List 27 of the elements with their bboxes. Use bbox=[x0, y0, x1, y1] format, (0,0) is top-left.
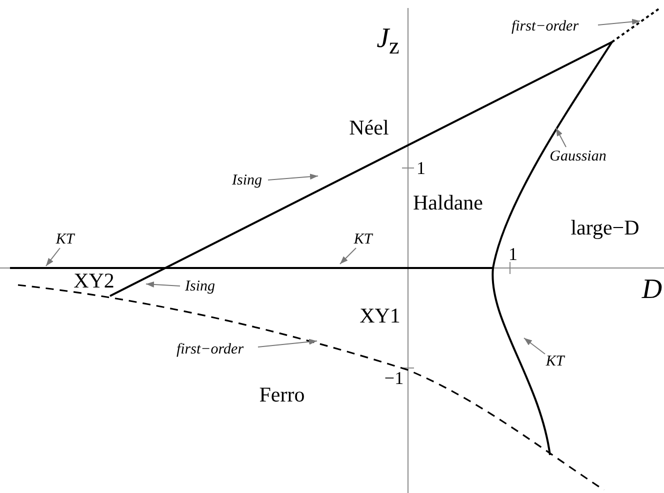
leader-line bbox=[258, 338, 318, 348]
leader-line bbox=[268, 174, 318, 180]
leader-line bbox=[598, 18, 640, 26]
phase-label: Haldane bbox=[413, 192, 483, 214]
phase-label: large−D bbox=[570, 218, 640, 238]
leader-line bbox=[524, 338, 546, 354]
leader-line bbox=[46, 248, 60, 266]
axis-label: D bbox=[642, 276, 662, 304]
leader-line bbox=[556, 128, 566, 148]
annotation-text: first−order bbox=[511, 20, 579, 34]
phase-label: Néel bbox=[349, 118, 389, 138]
annotation-text: Ising bbox=[232, 174, 262, 188]
tick-label: −1 bbox=[384, 369, 404, 387]
annotation-text: Ising bbox=[185, 280, 215, 294]
annotation-text: first−order bbox=[176, 342, 244, 358]
leader-line bbox=[146, 281, 180, 288]
annotation-text: Gaussian bbox=[550, 150, 606, 164]
annotation-text: KT bbox=[546, 354, 564, 370]
phase-label: XY1 bbox=[360, 306, 400, 326]
phase-label: Ferro bbox=[259, 384, 305, 406]
axis-label: J$_{z}$ bbox=[376, 25, 400, 59]
tick-label: 1 bbox=[416, 159, 426, 177]
leader-line bbox=[340, 248, 356, 264]
phase-label: XY2 bbox=[74, 270, 114, 292]
tick-label: 1 bbox=[508, 245, 518, 263]
annotation-text: KT bbox=[354, 232, 372, 248]
annotation-text: KT bbox=[56, 232, 74, 248]
